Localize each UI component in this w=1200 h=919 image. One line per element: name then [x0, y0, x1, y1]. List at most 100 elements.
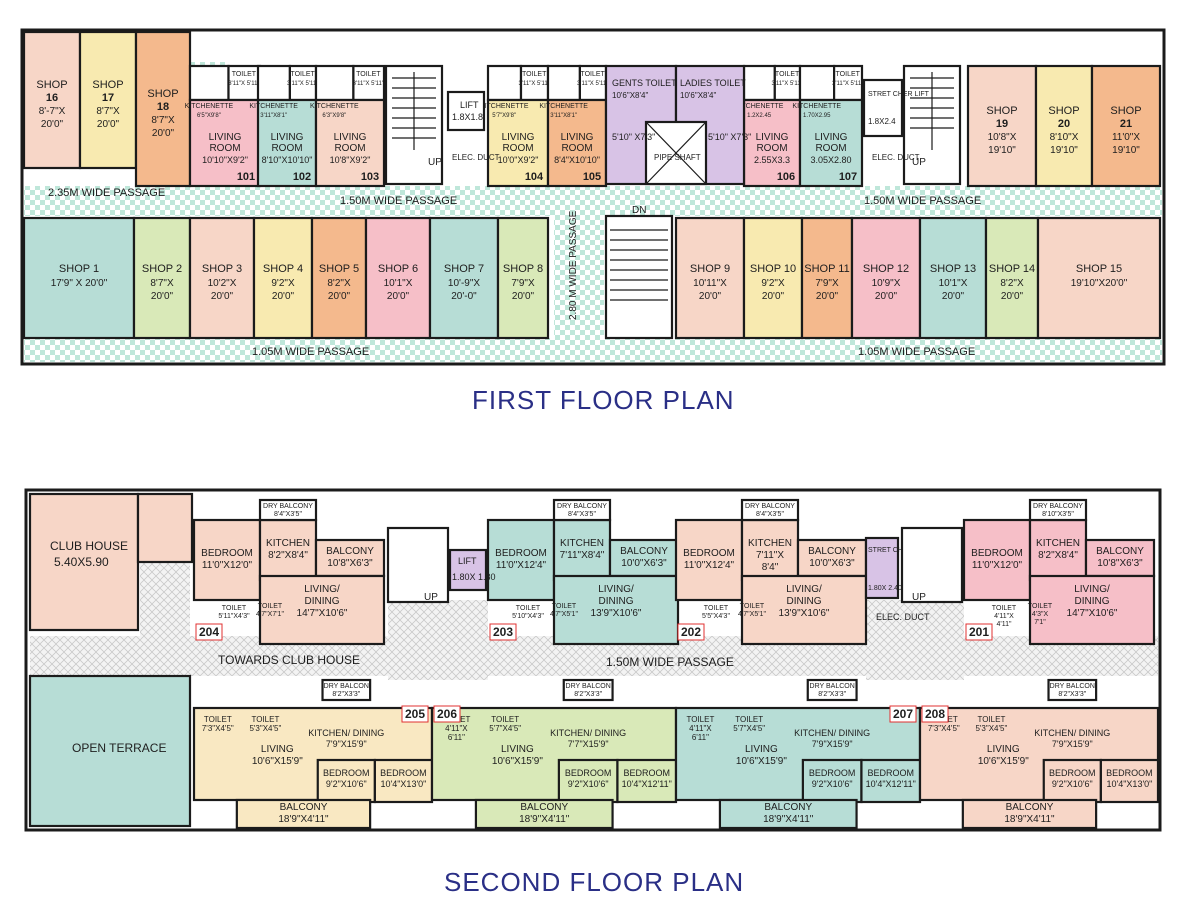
shop-size: 8'7"X	[96, 106, 120, 117]
toilet-label: TOILET	[491, 715, 519, 724]
living-room-size: 2.55X3.3	[754, 155, 790, 165]
kitchen-label: 8'2"X8'4"	[268, 550, 308, 561]
kitchenette-size: 3'11"X8'1"	[550, 113, 577, 119]
living-size: 14'7"X10'6"	[297, 608, 348, 619]
unit-number-badge	[889, 705, 917, 723]
passage-label-mid-right: 1.50M WIDE PASSAGE	[864, 195, 981, 207]
shop-number: 20	[1058, 118, 1070, 130]
living-label: LIVING/	[304, 584, 340, 595]
bedroom1-box	[373, 758, 434, 804]
shop-3: SHOP 310'2"X20'0"	[188, 216, 256, 340]
balcony-label: 18'9"X4'11"	[519, 814, 570, 825]
bedroom-label: BEDROOM	[380, 768, 427, 778]
toilet-size: 3'11"X 5'11"	[519, 81, 550, 87]
toilet-label: TOILET	[290, 71, 315, 78]
kitchenette-box	[256, 64, 291, 102]
shop-name: SHOP	[986, 105, 1017, 117]
unit-number-badge	[965, 623, 993, 641]
first-floor-units: KITCHENETTE 6'5"X9'8" TOILET 3'11"X 5'11" LI…	[185, 64, 863, 188]
toilet-label: 6'11"	[448, 733, 465, 742]
shop-size: 20'0"	[41, 119, 64, 130]
dry-balcony-label: 8'2"X3'3"	[1058, 691, 1086, 698]
toilet-label: 4'7"X7'1"	[256, 611, 284, 618]
corridor-to-club	[140, 560, 190, 678]
lift-label: LIFT	[460, 100, 479, 110]
bedroom1-box	[1099, 758, 1160, 804]
stretcher-lift-second-label: STRET CHER LIFT	[868, 547, 930, 554]
unit-number: 201	[969, 625, 989, 639]
shop-size: 20'0"	[387, 291, 410, 302]
shop-16-room	[22, 30, 82, 170]
dry-balcony-label: 8'2"X3'3"	[818, 691, 846, 698]
living-room-box	[546, 98, 608, 188]
balcony-label: 18'9"X4'11"	[1004, 814, 1055, 825]
kitchenette-box	[486, 64, 523, 102]
bedroom-label: BEDROOM	[495, 548, 547, 559]
shop-2: SHOP 28'7"X20'0"	[132, 216, 192, 340]
passage-label-center: 2.80 M WIDE PASSAGE	[568, 210, 579, 320]
dry-balcony-box	[562, 678, 614, 702]
shop-name: SHOP 10	[750, 263, 796, 275]
toilet-label: TOILET	[251, 715, 279, 724]
bedroom-label: BEDROOM	[201, 548, 253, 559]
shop-size: 9'2"X	[761, 278, 785, 289]
living-label: 10'6"X15'9"	[492, 756, 543, 767]
dry-balcony-label: 8'10"X3'5"	[1042, 511, 1074, 518]
dry-balcony-label: 8'2"X3'3"	[574, 691, 602, 698]
shop-size: 20'0"	[816, 291, 839, 302]
bedroom-label: BEDROOM	[809, 768, 856, 778]
towards-club-house-label: TOWARDS CLUB HOUSE	[218, 653, 360, 667]
lift-size: 1.8X1.8	[452, 112, 483, 122]
first-floor-outline	[20, 28, 1166, 366]
kitchen-label: KITCHEN/ DINING	[550, 728, 626, 738]
first-floor-shops: SHOP168'-7"X20'0"SHOP178'7"X20'0"SHOP188…	[22, 30, 1162, 340]
stair-up-second-left: UP	[424, 592, 438, 603]
club-house-label: CLUB HOUSE	[50, 539, 128, 553]
living-room-label: ROOM	[209, 143, 240, 154]
living-room-size: 3.05X2.80	[810, 155, 851, 165]
shop-21-room	[1090, 64, 1162, 188]
balcony-label: BALCONY	[280, 802, 328, 813]
bedroom-label: BEDROOM	[623, 768, 670, 778]
balcony-label: BALCONY	[620, 546, 668, 557]
passage-center	[554, 216, 604, 340]
dry-balcony-box	[740, 498, 800, 522]
kitchenette-label: KITCHENETTE	[249, 103, 298, 110]
bedroom-label: 11'0"X12'0"	[202, 560, 253, 571]
toilet-label: 4'7"X5'1"	[738, 611, 766, 618]
shop-size: 20'0"	[699, 291, 722, 302]
shop-size: 7'9"X	[511, 278, 535, 289]
stretcher-lift-second	[864, 536, 900, 600]
unit-number: 102	[293, 171, 311, 183]
unit-number: 101	[237, 171, 255, 183]
toilet-label: TOILET	[704, 605, 729, 612]
toilet-label: 5'10"X4'3"	[512, 613, 544, 620]
first-floor-plan: SHOP168'-7"X20'0"SHOP178'7"X20'0"SHOP188…	[20, 28, 1166, 415]
shop-size: 7'9"X	[815, 278, 839, 289]
living-box	[1028, 574, 1156, 646]
shop-17-room	[78, 30, 138, 170]
living-room-label: LIVING	[561, 132, 594, 143]
line	[645, 121, 707, 185]
lift-second	[448, 548, 488, 592]
toilet-size: 3'11"X 5'11"	[228, 81, 259, 87]
unit-number: 107	[839, 171, 857, 183]
shop-size: 19'10"	[1050, 145, 1078, 156]
toilet-label: TOILET	[232, 71, 257, 78]
bedroom-label: 11'0"X12'0"	[972, 560, 1023, 571]
kitchenette-size: 6'5"X9'8"	[197, 113, 221, 119]
bedroom-label: BEDROOM	[683, 548, 735, 559]
ladies-toilet-size2: 5'10" X7'3"	[708, 132, 751, 142]
dry-balcony-label: DRY BALCONY	[557, 503, 607, 510]
shop-name: SHOP 11	[804, 263, 849, 275]
living-room-label: LIVING	[334, 132, 367, 143]
toilet-label: 5'3"X4'5"	[249, 724, 281, 733]
toilet-label: TOILET	[516, 605, 541, 612]
